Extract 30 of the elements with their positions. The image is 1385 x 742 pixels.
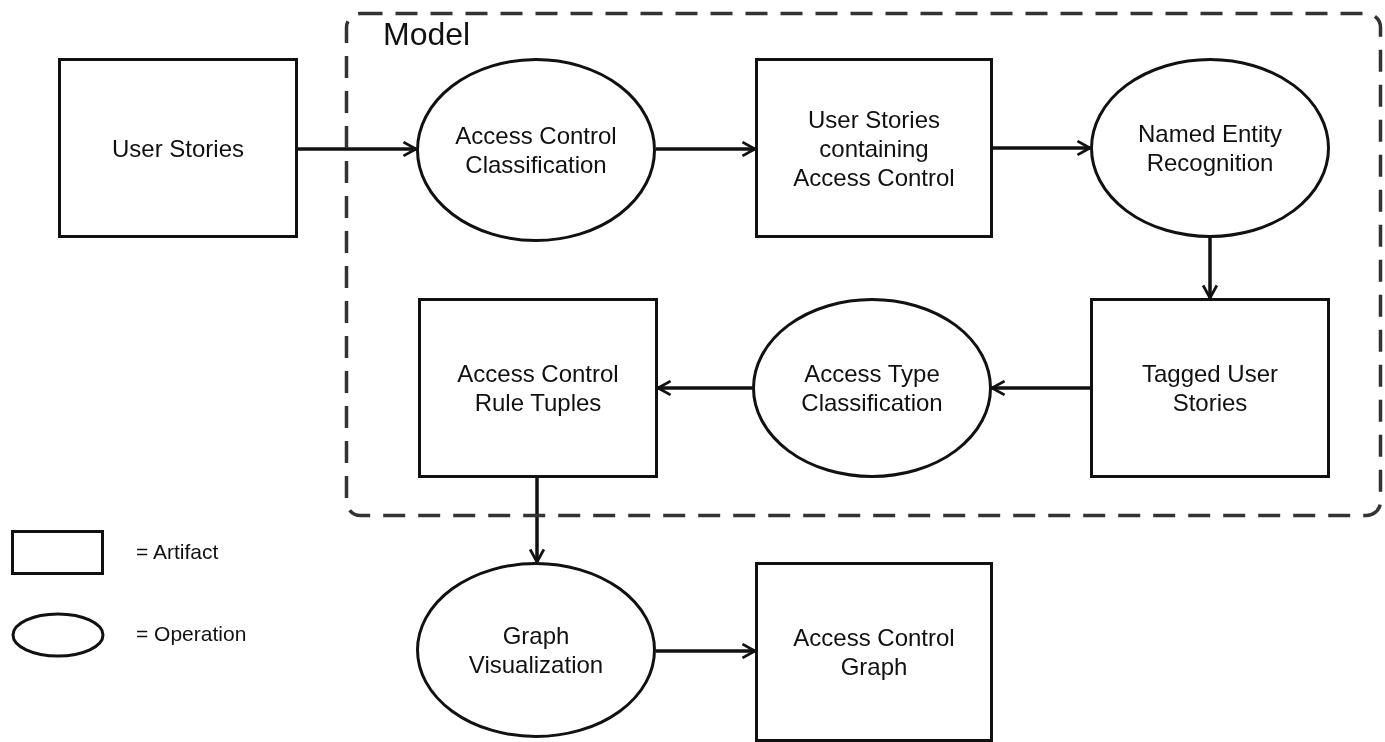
artifact-box bbox=[1090, 298, 1330, 478]
arrow bbox=[656, 379, 752, 397]
arrow bbox=[990, 379, 1090, 397]
operation-ellipse bbox=[752, 298, 992, 478]
legend-label: = Operation bbox=[136, 622, 247, 646]
arrow bbox=[993, 139, 1092, 157]
arrow bbox=[1201, 238, 1219, 300]
arrow bbox=[298, 140, 418, 158]
artifact-box bbox=[418, 298, 658, 478]
artifact-box bbox=[58, 58, 298, 238]
dashed-group-frame bbox=[345, 12, 1382, 517]
operation-ellipse bbox=[416, 58, 656, 242]
node-label: Tagged User Stories bbox=[1140, 359, 1280, 417]
node-label: Access Control Rule Tuples bbox=[456, 359, 620, 417]
operation-ellipse bbox=[416, 562, 656, 738]
artifact-box bbox=[755, 58, 993, 238]
arrow bbox=[528, 478, 546, 564]
node-label: Named Entity Recognition bbox=[1136, 119, 1284, 177]
node-label: User Stories containing Access Control bbox=[792, 104, 956, 192]
arrow bbox=[656, 140, 757, 158]
artifact-box bbox=[755, 562, 993, 742]
legend-label: = Artifact bbox=[136, 540, 219, 564]
operation-ellipse bbox=[1090, 58, 1330, 238]
node-label: Access Type Classification bbox=[800, 359, 944, 417]
group-title: Model bbox=[383, 16, 471, 53]
node-label: Graph Visualization bbox=[467, 621, 605, 679]
arrow bbox=[656, 642, 757, 660]
node-label: User Stories bbox=[111, 133, 244, 163]
node-label: Access Control Graph bbox=[792, 623, 956, 681]
node-label: Access Control Classification bbox=[454, 121, 618, 179]
